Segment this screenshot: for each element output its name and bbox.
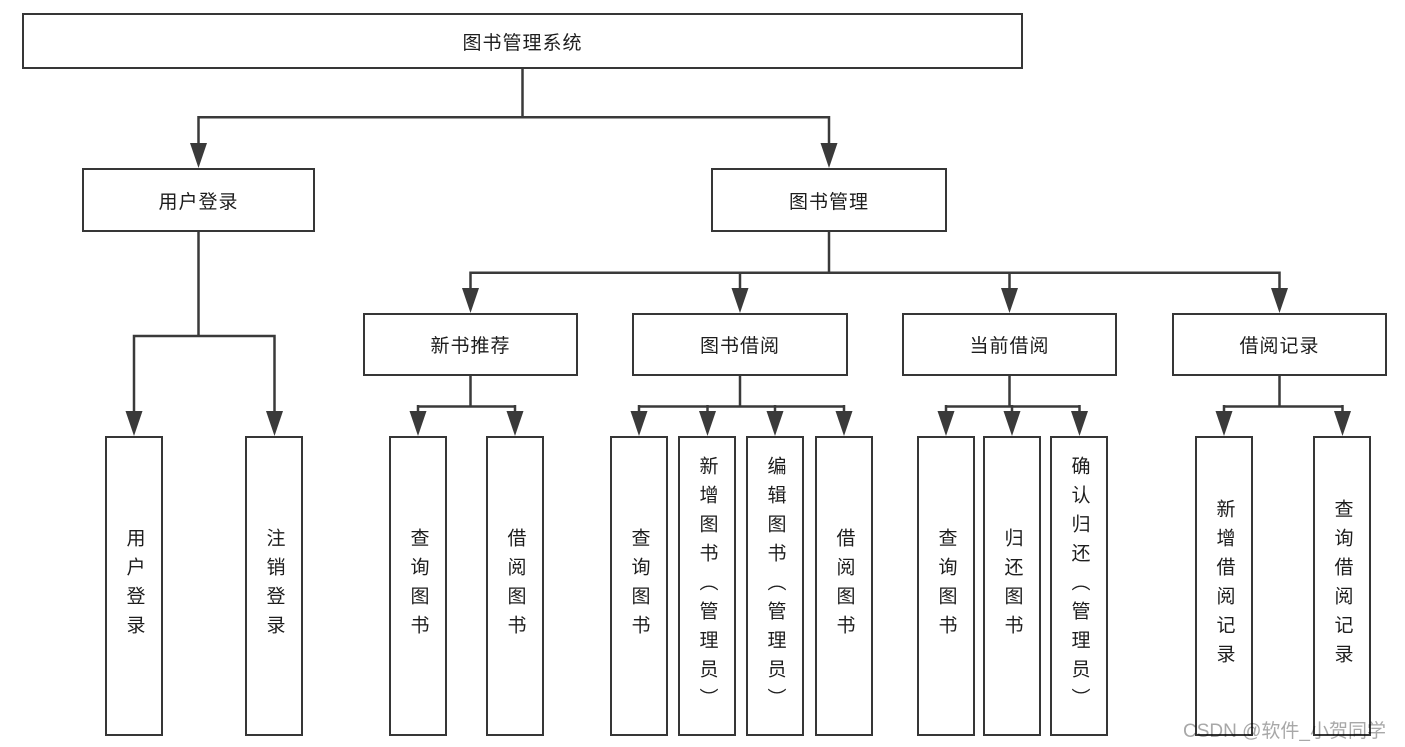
node-borrowing-records: 借阅记录 <box>1172 313 1387 376</box>
leaf-query-books-recommend: 查询图书 <box>389 436 447 736</box>
leaf-logout: 注销登录 <box>245 436 303 736</box>
leaf-add-borrow-record: 新增借阅记录 <box>1195 436 1253 736</box>
leaf-query-borrow-record: 查询借阅记录 <box>1313 436 1371 736</box>
node-new-book-recommend: 新书推荐 <box>363 313 578 376</box>
node-current-borrowing: 当前借阅 <box>902 313 1117 376</box>
node-book-borrowing: 图书借阅 <box>632 313 848 376</box>
leaf-return-books: 归还图书 <box>983 436 1041 736</box>
leaf-add-book-admin: 新增图书（管理员） <box>678 436 736 736</box>
leaf-borrow-books-borrowing: 借阅图书 <box>815 436 873 736</box>
node-library-system: 图书管理系统 <box>22 13 1023 69</box>
leaf-borrow-books-recommend: 借阅图书 <box>486 436 544 736</box>
leaf-user-login: 用户登录 <box>105 436 163 736</box>
leaf-query-books-current: 查询图书 <box>917 436 975 736</box>
node-book-management: 图书管理 <box>711 168 947 232</box>
leaf-confirm-return-admin: 确认归还（管理员） <box>1050 436 1108 736</box>
leaf-edit-book-admin: 编辑图书（管理员） <box>746 436 804 736</box>
csdn-watermark: CSDN @软件_小贺同学 <box>1183 721 1386 742</box>
leaf-query-books-borrowing: 查询图书 <box>610 436 668 736</box>
node-user-login: 用户登录 <box>82 168 315 232</box>
